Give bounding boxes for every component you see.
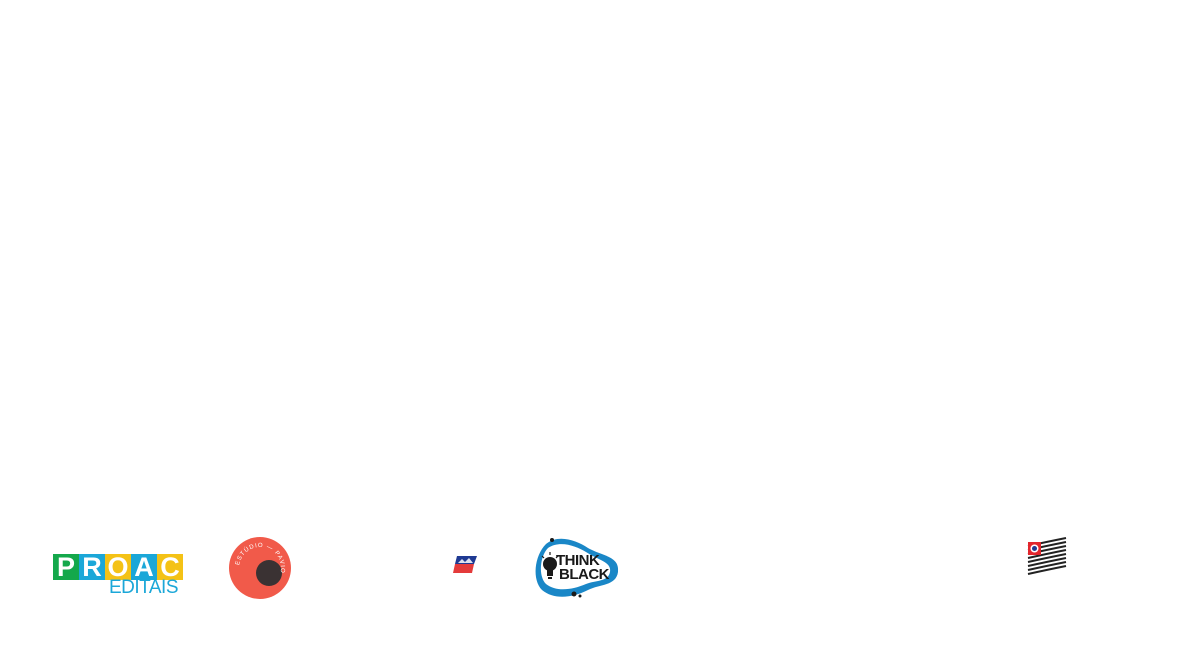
think-black-line2: BLACK — [559, 566, 610, 583]
proac-letter: R — [79, 554, 105, 580]
proac-wordmark: P R O A C — [53, 554, 185, 580]
proac-letter: P — [53, 554, 79, 580]
sao-paulo-flag-icon — [1027, 536, 1067, 576]
proac-subtitle: EDITAIS — [109, 577, 179, 598]
think-black-logo[interactable]: THINK BLACK — [532, 534, 622, 600]
proac-letter: A — [131, 554, 157, 580]
think-black-line1: THINK — [556, 552, 600, 569]
think-black-blob-icon — [535, 538, 619, 598]
sao-paulo-government-logo[interactable] — [1026, 534, 1070, 578]
proac-letter: O — [105, 554, 131, 580]
small-flag-icon — [453, 556, 477, 573]
estudio-pavio-logo[interactable]: ESTÚDIO — PAVIO — [228, 536, 292, 600]
sponsor-logo-strip: P R O A C EDITAIS ESTÚDIO — PAVIO — [0, 528, 1181, 608]
proac-letter: C — [157, 554, 183, 580]
proac-editais-logo[interactable]: P R O A C EDITAIS — [53, 554, 185, 602]
small-flag-logo[interactable] — [453, 554, 479, 576]
pavio-badge-icon: ESTÚDIO — PAVIO — [229, 537, 291, 599]
